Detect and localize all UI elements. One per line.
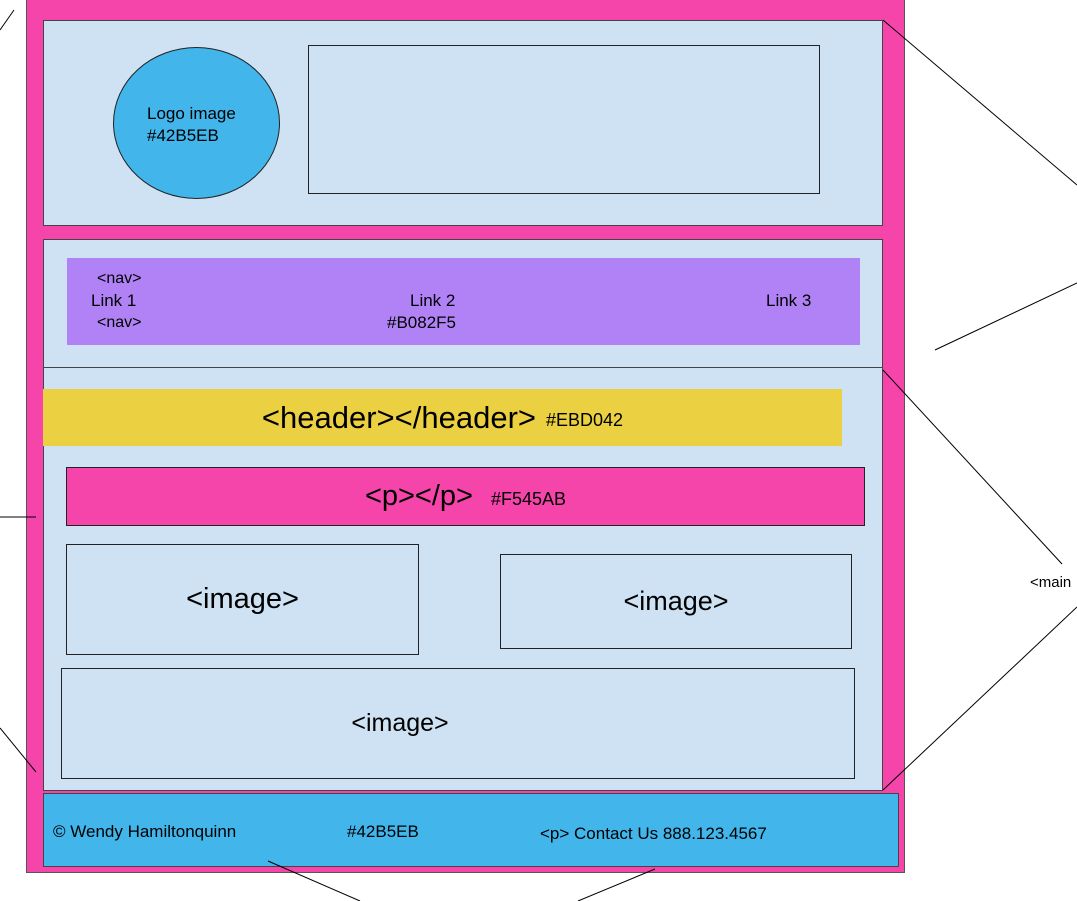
nav-color-label: #B082F5 [387, 313, 456, 332]
callout-line [882, 369, 1063, 565]
footer-contact: <p> Contact Us 888.123.4567 [540, 824, 767, 843]
callout-line [934, 282, 1077, 351]
paragraph-bar: <p></p> #F545AB [66, 467, 865, 526]
nav-link-3[interactable]: Link 3 [766, 291, 812, 310]
header-tag-label: <header></header> [261, 399, 537, 435]
nav-close-tag: <nav> [97, 314, 142, 331]
image-placeholder: <image> [66, 544, 419, 655]
image-label: <image> [186, 583, 299, 615]
image-placeholder: <image> [500, 554, 852, 649]
footer-section [43, 793, 899, 867]
main-callout-label: <main [1030, 574, 1072, 591]
callout-line [882, 606, 1077, 791]
image-label: <image> [623, 586, 729, 616]
callout-line [882, 19, 1077, 186]
callout-line [577, 868, 656, 901]
logo-label: Logo image [147, 104, 236, 123]
header-bar: <header></header> #EBD042 [43, 389, 842, 446]
nav-link-2[interactable]: Link 2 [410, 291, 456, 310]
image-placeholder: <image> [61, 668, 855, 779]
image-label: <image> [351, 709, 449, 737]
nav-bar [67, 258, 860, 345]
footer-color-label: #42B5EB [347, 822, 419, 841]
paragraph-color-label: #F545AB [491, 489, 567, 509]
footer-copyright: © Wendy Hamiltonquinn [53, 822, 237, 841]
banner-box [308, 45, 820, 194]
callout-line [0, 9, 15, 31]
logo-circle [113, 47, 280, 199]
paragraph-tag-label: <p></p> [364, 480, 473, 512]
header-color-label: #EBD042 [546, 410, 624, 430]
nav-open-tag: <nav> [97, 270, 142, 287]
logo-color-label: #42B5EB [147, 126, 219, 145]
nav-link-1[interactable]: Link 1 [91, 291, 137, 310]
